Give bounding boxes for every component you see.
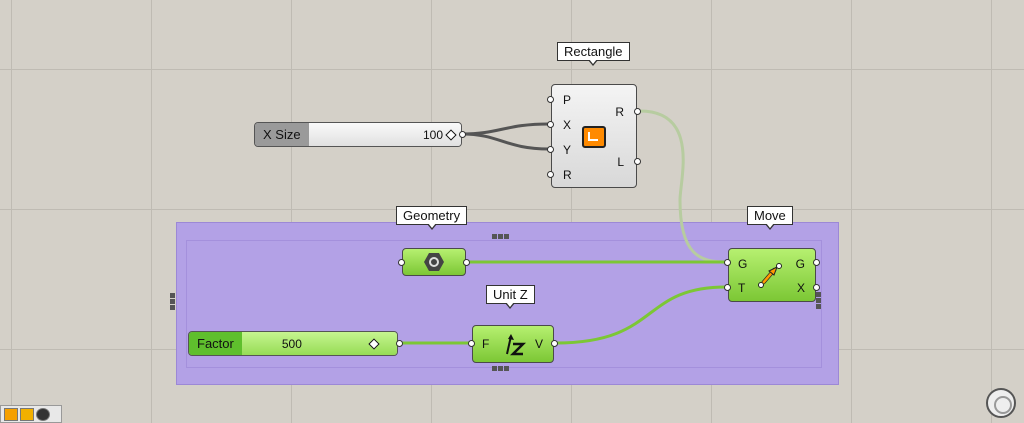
x-size-track[interactable]: 100: [308, 123, 461, 146]
navigation-compass-icon[interactable]: [986, 388, 1016, 418]
disabled-icon[interactable]: [36, 407, 50, 421]
factor-value: 500: [281, 336, 302, 351]
bottom-toolbar: [0, 405, 62, 423]
move-input-g[interactable]: G: [738, 257, 748, 271]
geometry-tooltip: Geometry: [396, 206, 468, 230]
factor-label: Factor: [189, 332, 242, 355]
x-size-value: 100: [422, 127, 443, 142]
unit-z-tooltip: Unit Z: [486, 285, 535, 309]
rect-grip-out-r[interactable]: [634, 108, 641, 115]
rect-input-x[interactable]: X: [563, 118, 572, 132]
rectangle-tooltip: Rectangle: [557, 42, 630, 66]
rect-grip-r[interactable]: [547, 171, 554, 178]
geometry-param[interactable]: [402, 248, 466, 276]
x-size-grip[interactable]: [459, 131, 466, 138]
move-grip-out-x[interactable]: [813, 284, 820, 291]
factor-grip[interactable]: [396, 340, 403, 347]
wire-unitz-to-move: [555, 285, 727, 345]
unit-z-output-v[interactable]: V: [534, 337, 543, 351]
unit-z-input-f[interactable]: F: [482, 337, 490, 351]
slider-handle-icon[interactable]: [445, 128, 457, 141]
wireframe-icon[interactable]: [20, 407, 34, 421]
move-tooltip: Move: [747, 206, 793, 230]
move-grip-g[interactable]: [724, 259, 731, 266]
move-output-g[interactable]: G: [795, 257, 805, 271]
rect-grip-x[interactable]: [547, 121, 554, 128]
rectangle-component[interactable]: P X Y R R L: [551, 84, 637, 188]
rect-grip-y[interactable]: [547, 146, 554, 153]
slider-handle-icon[interactable]: [368, 337, 380, 350]
preview-icon[interactable]: [4, 407, 18, 421]
unit-z-component[interactable]: F V: [472, 325, 554, 363]
rect-input-r[interactable]: R: [563, 168, 572, 182]
geometry-grip-in[interactable]: [398, 259, 405, 266]
factor-track[interactable]: 500: [241, 332, 397, 355]
rect-grip-out-l[interactable]: [634, 158, 641, 165]
rectangle-icon: [582, 126, 606, 148]
x-size-slider[interactable]: X Size 100: [254, 122, 462, 147]
geometry-mini-icons: [492, 234, 509, 239]
unit-z-mini-icons: [492, 366, 509, 371]
rect-output-l[interactable]: L: [617, 155, 624, 169]
geometry-hex-icon: [424, 253, 444, 271]
geometry-grip-out[interactable]: [463, 259, 470, 266]
move-grip-t[interactable]: [724, 284, 731, 291]
rect-input-p[interactable]: P: [563, 93, 572, 107]
move-arrow-icon: [758, 263, 782, 288]
unit-z-grip-in[interactable]: [468, 340, 475, 347]
move-component[interactable]: G T G X: [728, 248, 816, 302]
move-output-x[interactable]: X: [796, 281, 805, 295]
factor-slider[interactable]: Factor 500: [188, 331, 398, 356]
unit-z-grip-out[interactable]: [551, 340, 558, 347]
unit-z-icon: [506, 334, 527, 356]
rect-grip-p[interactable]: [547, 96, 554, 103]
rect-input-y[interactable]: Y: [563, 143, 572, 157]
wire-rect-to-move: [639, 109, 727, 264]
move-grip-out-g[interactable]: [813, 259, 820, 266]
wire-xsize-to-x: [461, 122, 550, 136]
move-input-t[interactable]: T: [738, 281, 746, 295]
group-mini-icons: [170, 293, 175, 310]
wire-xsize-to-y: [461, 132, 550, 151]
x-size-label: X Size: [255, 123, 309, 146]
move-mini-icons: [816, 292, 821, 309]
rect-output-r[interactable]: R: [615, 105, 624, 119]
